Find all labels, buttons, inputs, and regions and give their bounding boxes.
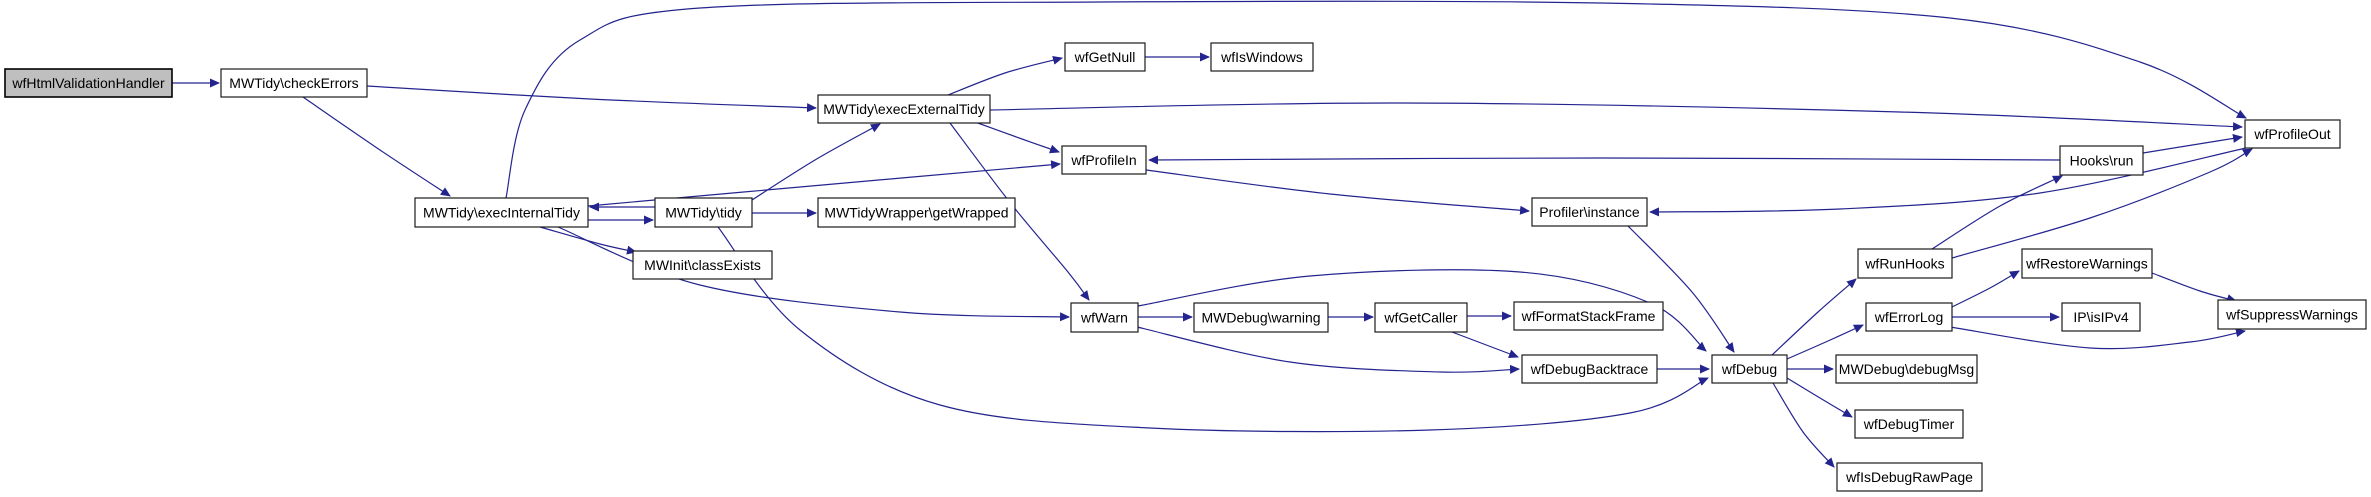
node-box-wfRestoreWarnings[interactable] [2021,248,2153,279]
node-box-wfErrorLog[interactable] [1865,302,1953,332]
edge-HooksRun-to-wfProfileIn [1148,155,2061,165]
nodes-layer: wfHtmlValidationHandler MWTidy\checkError… [4,42,2367,492]
edge-execExternalTidy-to-wfWarn [949,122,1090,301]
node-box-wfSuppressWarnings[interactable] [2217,299,2367,330]
edge-wfRestoreWarnings-to-wfSuppressWarnings [2151,272,2237,303]
node-wfHtmlValidationHandler[interactable]: wfHtmlValidationHandler [4,68,173,98]
node-execInternalTidy[interactable]: MWTidy\execInternalTidy [414,197,589,228]
edges-layer [172,0,2253,468]
edge-wfProfileOut-to-ProfilerInstance [1649,147,2247,217]
node-box-execExternalTidy[interactable] [817,94,991,124]
edge-ProfilerInstance-to-wfDebug [1627,225,1735,353]
edge-HooksRun-to-wfProfileOut [2142,133,2243,154]
node-box-wfGetNull[interactable] [1064,42,1146,72]
node-box-wfDebug[interactable] [1711,354,1788,384]
edge-wfRunHooks-to-HooksRun [1931,175,2063,250]
node-box-wfProfileIn[interactable] [1061,145,1147,175]
edge-wfDebug-to-wfDebugTimer [1786,377,1853,418]
node-box-MWDebugWarning[interactable] [1193,302,1329,333]
edge-wfDebug-to-wfRunHooks [1771,278,1857,356]
node-wfDebugTimer[interactable]: wfDebugTimer [1854,409,1964,439]
node-wfSuppressWarnings[interactable]: wfSuppressWarnings [2217,299,2367,330]
edge-wfErrorLog-to-wfRestoreWarnings [1951,270,2020,308]
node-box-wfHtmlValidationHandler[interactable] [4,68,173,98]
node-wfFormatStackFrame[interactable]: wfFormatStackFrame [1513,301,1664,331]
node-box-wfWarn[interactable] [1070,302,1139,333]
edge-wfDebug-to-wfIsDebugRawPage [1772,382,1835,468]
node-MWDebugWarning[interactable]: MWDebug\warning [1193,302,1329,333]
node-box-wfProfileOut[interactable] [2244,119,2341,149]
node-MWDebugDebugMsg[interactable]: MWDebug\debugMsg [1835,354,1978,384]
node-box-execInternalTidy[interactable] [414,197,589,228]
node-box-wfDebugBacktrace[interactable] [1521,354,1658,384]
node-wfIsWindows[interactable]: wfIsWindows [1210,42,1314,72]
node-wfDebug[interactable]: wfDebug [1711,354,1788,384]
edge-execInternalTidy-to-classExists [539,226,637,255]
node-box-wfIsWindows[interactable] [1210,42,1314,72]
node-box-classExists[interactable] [632,250,773,280]
node-classExists[interactable]: MWInit\classExists [632,250,773,280]
edge-execExternalTidy-to-wfGetNull [947,55,1063,96]
node-wfErrorLog[interactable]: wfErrorLog [1865,302,1953,332]
edge-execExternalTidy-to-wfProfileOut [989,102,2243,132]
node-execExternalTidy[interactable]: MWTidy\execExternalTidy [817,94,991,124]
node-wfWarn[interactable]: wfWarn [1070,302,1139,333]
edge-wfErrorLog-to-wfSuppressWarnings [1949,326,2246,350]
edge-tidy-to-wfDebug [717,226,1709,433]
node-box-HooksRun[interactable] [2059,145,2144,176]
node-wfRestoreWarnings[interactable]: wfRestoreWarnings [2021,248,2153,279]
edge-wfGetCaller-to-wfDebugBacktrace [1451,331,1519,359]
edge-execInternalTidy-to-wfProfileOut [505,0,2247,199]
node-wfProfileOut[interactable]: wfProfileOut [2244,119,2341,149]
node-box-checkErrors[interactable] [220,68,368,98]
edge-wfWarn-to-wfDebugBacktrace [1136,326,1520,374]
node-box-getWrapped[interactable] [817,197,1016,228]
node-wfIsDebugRawPage[interactable]: wfIsDebugRawPage [1836,462,1983,492]
node-getWrapped[interactable]: MWTidyWrapper\getWrapped [817,197,1016,228]
node-IPisIPv4[interactable]: IP\isIPv4 [2061,302,2141,332]
node-box-MWDebugDebugMsg[interactable] [1835,354,1978,384]
node-box-IPisIPv4[interactable] [2061,302,2141,332]
edge-wfProfileIn-to-ProfilerInstance [1145,169,1530,215]
edge-execExternalTidy-to-wfProfileIn [974,121,1060,154]
node-box-wfGetCaller[interactable] [1374,302,1468,333]
node-tidy[interactable]: MWTidy\tidy [654,197,753,228]
node-checkErrors[interactable]: MWTidy\checkErrors [220,68,368,98]
edge-tidy-to-execExternalTidy [751,123,881,201]
node-wfGetCaller[interactable]: wfGetCaller [1374,302,1468,333]
node-box-wfIsDebugRawPage[interactable] [1836,462,1983,492]
node-box-ProfilerInstance[interactable] [1531,197,1648,227]
edge-wfDebug-to-wfErrorLog [1786,324,1864,360]
node-ProfilerInstance[interactable]: Profiler\instance [1531,197,1648,227]
node-wfProfileIn[interactable]: wfProfileIn [1061,145,1147,175]
node-box-wfDebugTimer[interactable] [1854,409,1964,439]
edge-checkErrors-to-execInternalTidy [302,96,451,197]
edge-execInternalTidy-to-wfWarn [557,226,1070,322]
node-box-wfRunHooks[interactable] [1857,248,1953,279]
node-wfRunHooks[interactable]: wfRunHooks [1857,248,1953,279]
node-wfDebugBacktrace[interactable]: wfDebugBacktrace [1521,354,1658,384]
edge-wfRunHooks-to-wfProfileOut [1951,148,2253,259]
node-wfGetNull[interactable]: wfGetNull [1064,42,1146,72]
edge-checkErrors-to-execExternalTidy [366,85,817,113]
node-box-wfFormatStackFrame[interactable] [1513,301,1664,331]
node-HooksRun[interactable]: Hooks\run [2059,145,2144,176]
node-box-tidy[interactable] [654,197,753,228]
edge-execInternalTidy-to-wfProfileIn [587,160,1061,207]
